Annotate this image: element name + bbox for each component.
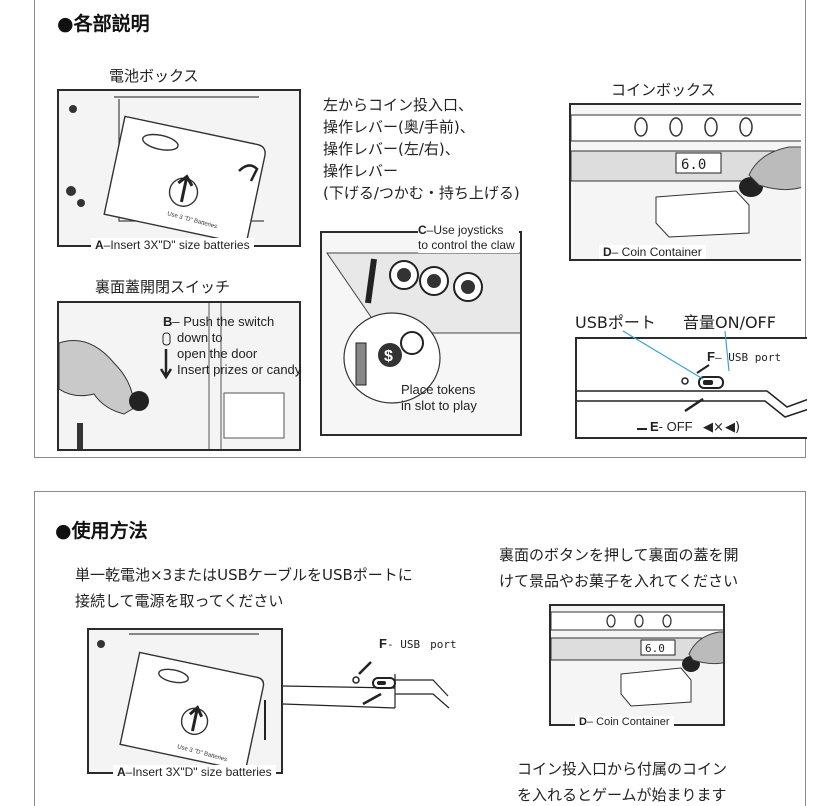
tokens-line1: Place tokens — [401, 382, 476, 397]
coin-caption: D– Coin Container — [599, 245, 706, 259]
back-instruction-line1: 裏面のボタンを押して裏面の蓋を開 — [499, 546, 739, 564]
controls-line-5: (下げる/つかむ・持ち上げる) — [323, 184, 520, 202]
controls-line-1: 左からコイン投入口、 — [323, 96, 474, 114]
joystick-label-line2: to control the claw — [418, 238, 515, 252]
door-label-line3: open the door — [177, 346, 258, 361]
speaker-icon: ◀) — [725, 420, 741, 435]
tokens-line2: in slot to play — [401, 398, 477, 413]
power-instruction-line2: 接続して電源を取ってください — [75, 592, 284, 610]
controls-description: 左からコイン投入口、 操作レバー(奥/手前)、 操作レバー(左/右)、 操作レバ… — [323, 94, 520, 204]
caption-letter-d: D — [603, 245, 612, 259]
usage-label-letter-f: F — [379, 636, 387, 651]
door-switch-illustration — [57, 301, 301, 451]
battery-box-illustration: Use 3 "D" Batteries — [57, 89, 301, 247]
usage-port-text: port — [430, 638, 457, 651]
coin-box-illustration: 6.0 — [569, 103, 801, 261]
joystick-label-line1: –Use joysticks — [426, 223, 504, 237]
caption-text-d: – Coin Container — [611, 245, 702, 259]
door-label-line2: down to — [177, 330, 223, 345]
controls-line-2: 操作レバー(奥/手前)、 — [323, 118, 475, 136]
token-symbol: $ — [384, 348, 393, 365]
door-switch-heading: 裏面蓋開閉スイッチ — [95, 278, 231, 296]
usage-usb-label: F- USB port — [379, 636, 457, 652]
mute-icon: ◀× — [703, 420, 724, 435]
door-switch-label: B– Push the switch down to open the door… — [163, 314, 301, 378]
volume-heading: 音量ON/OFF — [683, 313, 776, 332]
door-label-line1: – Push the switch — [172, 314, 275, 329]
usage-coin-illustration: 6.0 — [549, 604, 725, 726]
off-label: E- OFF — [647, 419, 696, 434]
label-letter-e: E — [650, 419, 659, 434]
usage-coin-display: 6.0 — [645, 642, 665, 655]
coin-display: 6.0 — [681, 157, 706, 173]
power-instruction-line1: 単一乾電池×3またはUSBケーブルをUSBポートに — [75, 566, 413, 584]
joystick-label: C–Use joysticks to control the claw — [418, 223, 519, 253]
start-instruction-line2: を入れるとゲームが始まります — [517, 786, 727, 804]
usage-coin-caption: D– Coin Container — [575, 716, 674, 728]
label-letter-b: B — [163, 314, 173, 329]
usage-panel: ●使用方法 単一乾電池×3またはUSBケーブルをUSBポートに 接続して電源を取… — [34, 491, 806, 806]
down-arrow-icon — [159, 332, 173, 380]
start-instruction-line1: コイン投入口から付属のコイン — [517, 760, 728, 778]
usb-pointer-lines — [622, 330, 730, 380]
usb-f-label: F– USB port — [707, 349, 781, 365]
usage-caption-letter-a: A — [117, 765, 126, 779]
section-title-parts: ●各部説明 — [57, 13, 150, 35]
battery-box-heading: 電池ボックス — [109, 67, 199, 85]
caption-text-a: –Insert 3X"D" size batteries — [103, 238, 250, 252]
label-letter-f: F — [707, 349, 715, 364]
controls-line-3: 操作レバー(左/右)、 — [323, 140, 460, 158]
door-label-line4: Insert prizes or candy — [177, 362, 302, 377]
usb-port-heading: USBポート — [575, 313, 656, 332]
back-instruction-line2: けて景品やお菓子を入れてください — [499, 572, 739, 590]
usage-battery-illustration: Use 3 "D" Batteries — [87, 628, 283, 774]
off-text: - OFF — [658, 419, 693, 434]
label-letter-c: C — [418, 223, 427, 237]
coin-box-heading: コインボックス — [611, 81, 716, 99]
usage-caption-letter-d: D — [579, 716, 587, 728]
usb-connector-lines — [283, 661, 450, 709]
parts-description-panel: ●各部説明 電池ボックス Use 3 "D" Batteries A–Inser… — [34, 0, 807, 458]
caption-letter-a: A — [95, 238, 104, 252]
controls-line-4: 操作レバー — [323, 162, 399, 180]
usage-usb-text: - USB — [386, 638, 421, 651]
usb-f-text: – USB port — [714, 351, 782, 364]
usage-battery-caption: A–Insert 3X"D" size batteries — [113, 765, 276, 779]
usage-caption-text-a: –Insert 3X"D" size batteries — [125, 765, 272, 779]
usage-caption-text-d: – Coin Container — [586, 716, 670, 728]
tokens-label: Place tokens in slot to play — [401, 382, 477, 414]
battery-caption: A–Insert 3X"D" size batteries — [91, 238, 254, 252]
section-title-usage: ●使用方法 — [55, 520, 148, 542]
